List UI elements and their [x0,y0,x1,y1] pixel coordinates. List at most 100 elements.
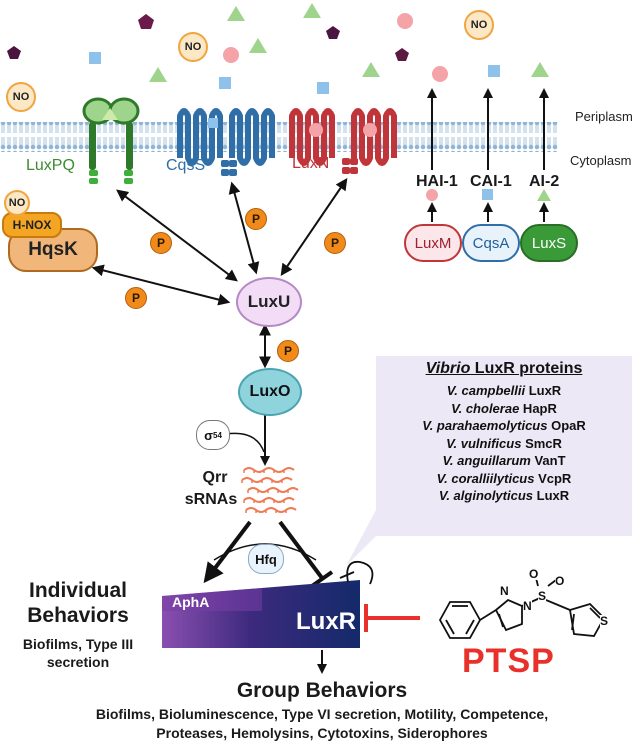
luxr-apha-wedge [162,580,360,648]
circle-molecule [223,47,239,63]
cai1-molecule [482,189,493,200]
species-name: V. anguillarum [442,453,531,468]
protein-name: LuxR [525,383,562,398]
qrr-label: Qrr [202,469,228,486]
species-name: V. campbellii [446,383,526,398]
protein-name: VanT [530,453,566,468]
ai2-molecule [537,189,551,201]
species-name: V. cholerae [451,400,520,416]
luxr-panel-title: Vibrio LuxR proteins [380,358,628,380]
cai1-label: CAI-1 [470,173,512,190]
species-name: V. parahaemolyticus [422,418,548,433]
luxr-protein-row: V. vulnificus SmcR [380,435,628,453]
luxu-node: LuxU [236,277,302,327]
pentagon-molecule [395,48,409,61]
protein-name: OpaR [547,418,586,433]
luxs-synthase: LuxS [520,224,578,262]
apha-label: AphA [172,594,210,610]
hai1-molecule [426,189,438,201]
circle-molecule [432,66,448,82]
pentagon-molecule [138,14,154,29]
circle-molecule [397,13,413,29]
autoinducer-molecules [7,3,549,94]
species-name: V. vulnificus [446,435,522,451]
luxr-panel-title-rest: LuxR proteins [470,360,583,377]
sigma-arc [225,432,265,453]
phosphate-badge: P [324,232,346,254]
no-bubble: NO [464,10,494,40]
no-bubble: NO [6,82,36,112]
luxr-panel-callout [346,356,632,566]
ai2-label: AI-2 [529,173,560,190]
luxr-protein-row: V. anguillarum VanT [380,452,628,470]
square-molecule [317,82,329,94]
ptsp-atom-n2: N [523,599,532,613]
repression-line-luxr [278,520,324,580]
ptsp-label: PTSP [462,642,555,680]
ptsp-atom-o2: O [555,574,565,588]
square-molecule [89,52,101,64]
periplasm-label: Periplasm [575,109,633,124]
species-name: V. coralliilyticus [436,470,535,486]
phosphate-badge: P [150,232,172,254]
pentagon-molecule [7,46,21,59]
no-bound: NO [4,190,30,216]
protein-name: LuxR [533,488,570,503]
protein-name: VcpR [534,470,572,486]
triangle-molecule [227,6,245,21]
protein-name: SmcR [521,435,562,451]
group-behaviors-examples-2: Proteases, Hemolysins, Cytotoxins, Sider… [156,725,488,741]
ptsp-structure [438,577,606,639]
activation-arrow-apha [203,520,252,584]
hfq-chaperone: Hfq [248,544,284,574]
triangle-molecule [362,62,380,77]
square-molecule [488,65,500,77]
luxr-protein-row: V. parahaemolyticus OpaR [380,417,628,435]
ptsp-atom-o1: O [529,567,539,581]
luxo-node: LuxO [238,368,302,416]
luxr-autorepression-bar [339,571,355,579]
triangle-molecule [149,67,167,82]
luxn-label: LuxN [292,155,330,172]
individual-behaviors-examples-1: Biofilms, Type III [22,636,134,652]
luxpq-receptor [82,97,140,184]
export-arrows [427,88,549,222]
protein-name: HapR [519,400,557,416]
hnox-domain: H-NOX [2,212,62,238]
sigma-number: 54 [213,430,222,440]
ptsp-atom-s: S [538,589,547,603]
square-molecule [219,77,231,89]
triangle-molecule [531,62,549,77]
luxr-protein-row: V. cholerae HapR [380,400,628,418]
individual-behaviors-examples-2: secretion [46,654,110,670]
luxr-protein-row: V. campbellii LuxR [380,382,628,400]
phosphate-badge: P [125,287,147,309]
individual-behaviors-title-1: Individual [28,579,127,602]
luxpq-label: LuxPQ [26,157,75,174]
triangle-molecule [249,38,267,53]
luxr-protein-row: V. coralliilyticus VcpR [380,470,628,488]
luxr-label: LuxR [296,608,356,635]
srnas-label: sRNAs [184,491,238,508]
individual-behaviors-title-2: Behaviors [27,604,129,627]
ptsp-atom-s-thiophene: S [600,614,609,628]
membrane-bilayer [0,122,558,152]
luxr-autorepression [346,560,374,585]
ptsp-atom-n1: N [500,584,509,598]
luxr-panel-title-genus: Vibrio [425,360,471,377]
luxn-receptor [289,108,397,174]
luxr-protein-row: V. alginolyticus LuxR [380,487,628,505]
cqss-label: CqsS [166,157,206,174]
qrr-srna-squiggles [241,467,299,513]
pentagon-molecule [326,26,340,39]
hai1-label: HAI-1 [416,173,458,190]
phosphate-badge: P [277,340,299,362]
cqsa-synthase: CqsA [462,224,520,262]
group-behaviors-examples-1: Biofilms, Bioluminescence, Type VI secre… [95,706,549,722]
triangle-molecule [303,3,321,18]
species-name: V. alginolyticus [438,488,534,503]
